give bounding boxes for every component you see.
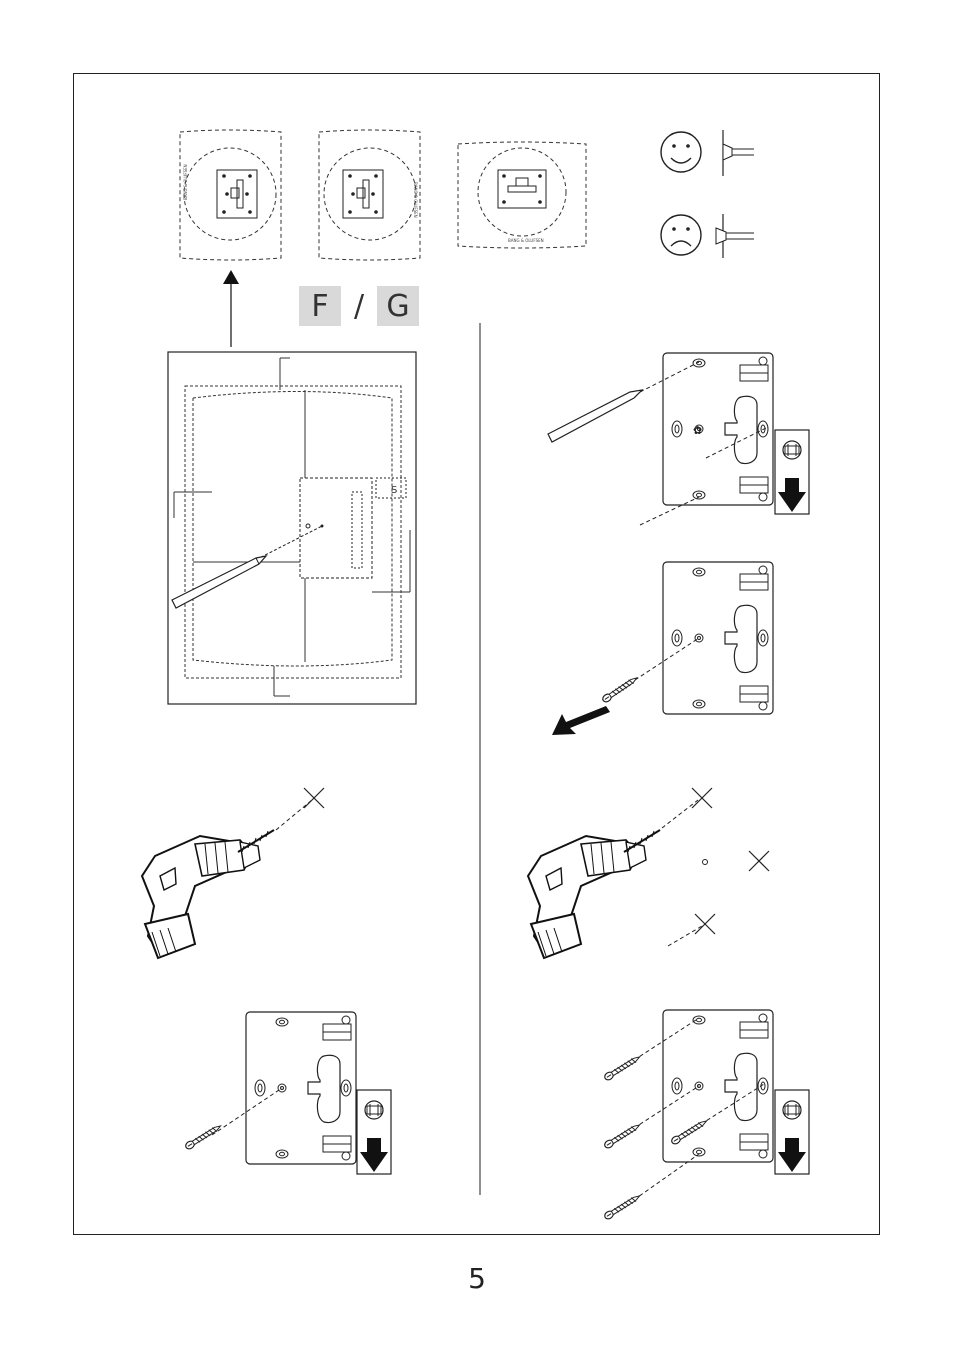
page-number: 5 <box>457 1262 497 1295</box>
template-variant-1: BANG & OLUFSEN <box>180 130 281 260</box>
drill-hole-mark <box>703 860 708 865</box>
smiley-happy-icon <box>661 132 701 172</box>
svg-text:✿: ✿ <box>693 424 702 437</box>
cross-mark-icon <box>749 851 769 871</box>
arrow-up-icon <box>223 270 239 347</box>
bracket-removal-step <box>601 562 773 714</box>
option-label-f: F <box>299 286 341 326</box>
bracket-fixing-step-left <box>184 1012 391 1174</box>
brand-text: BANG & OLUFSEN <box>413 182 418 218</box>
screw-protruding-icon <box>716 214 754 258</box>
mounting-template-sheet: S <box>168 352 416 704</box>
option-separator: / <box>345 288 373 324</box>
brand-text: BANG & OLUFSEN <box>183 164 188 200</box>
brand-text: BANG & OLUFSEN <box>508 238 544 243</box>
template-variant-3: BANG & OLUFSEN <box>458 142 586 248</box>
smiley-sad-icon <box>661 215 701 255</box>
pencil-icon <box>548 390 642 442</box>
screw-icon <box>603 1193 641 1220</box>
screw-icon <box>603 1122 641 1149</box>
screw-icon <box>184 1123 222 1150</box>
svg-text:S: S <box>391 485 397 496</box>
cross-mark-icon <box>304 788 324 808</box>
drill-icon <box>528 830 660 958</box>
drill-icon <box>142 830 274 958</box>
screw-icon <box>603 1054 641 1081</box>
cross-mark-icon <box>695 914 715 934</box>
arrow-out-icon <box>552 706 610 735</box>
bracket-marking-step: ✿ <box>640 353 809 525</box>
bracket-fixing-step-right <box>603 1010 809 1220</box>
screw-flush-icon <box>723 130 754 176</box>
cross-mark-icon <box>692 788 712 808</box>
option-label-g: G <box>377 286 419 326</box>
template-variant-2: BANG & OLUFSEN <box>319 130 420 260</box>
